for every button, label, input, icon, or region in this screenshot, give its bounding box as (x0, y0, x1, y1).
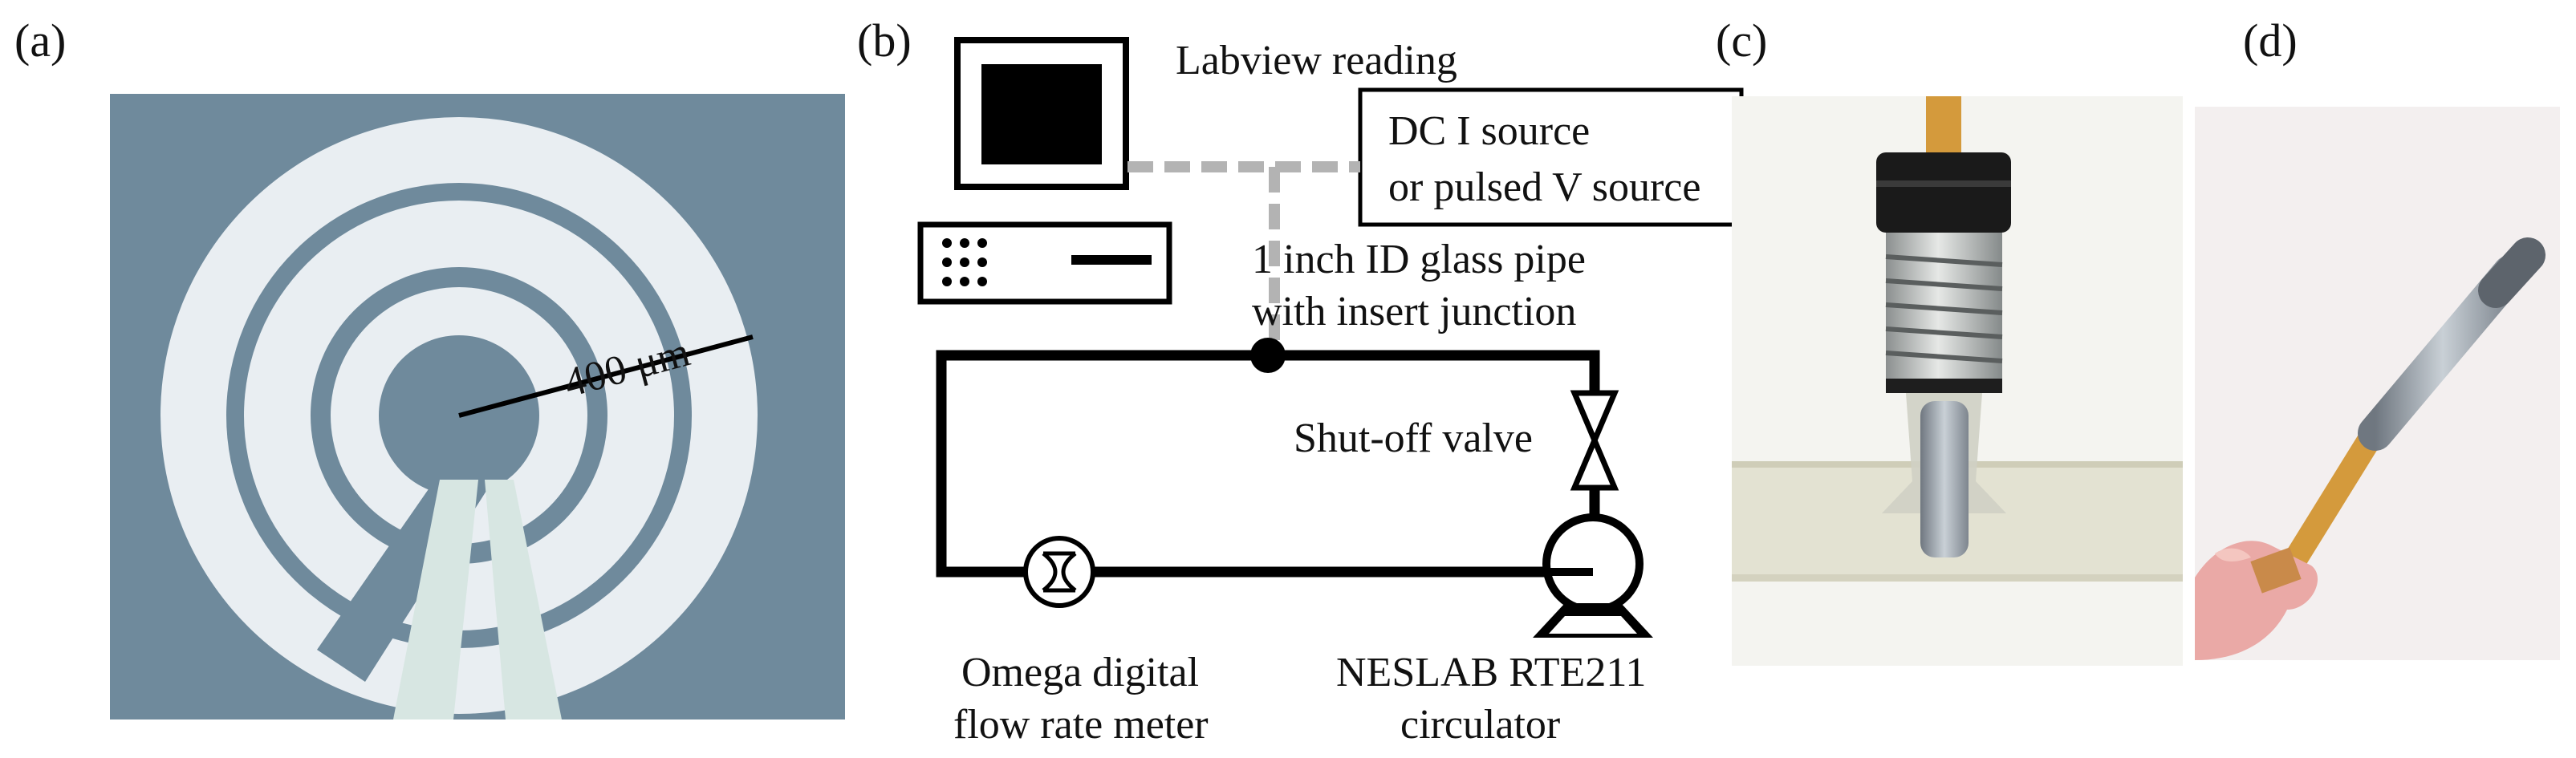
meter-label-line2: flow rate meter (953, 702, 1209, 748)
black-cap (1876, 152, 2011, 233)
source-label-line1: DC I source (1388, 108, 1590, 154)
flow-loop (936, 350, 1600, 578)
pump-icon (1533, 513, 1653, 638)
panel-label-b: (b) (857, 14, 912, 67)
labview-label: Labview reading (1176, 38, 1457, 83)
computer-icon (954, 37, 1129, 190)
flow-meter-icon (1023, 536, 1095, 608)
panel-label-d: (d) (2243, 14, 2298, 67)
source-label-line2: or pulsed V source (1388, 164, 1700, 210)
valve-icon (1570, 390, 1619, 491)
circulator-label-line1: NESLAB RTE211 (1336, 650, 1646, 695)
meter-label-line1: Omega digital (961, 650, 1199, 695)
instrument-box-icon (917, 221, 1172, 305)
pipe-label-line1: 1 inch ID glass pipe (1252, 237, 1586, 282)
scale-bar-line (458, 334, 754, 418)
panel-b-schematic: Labview reading DC I source or pulsed V … (917, 37, 1744, 748)
junction-node (1250, 338, 1286, 373)
signal-lines (1128, 161, 1360, 349)
valve-label: Shut-off valve (1294, 415, 1533, 461)
panel-d-photo (2195, 107, 2560, 660)
lead-trace-left (393, 480, 478, 719)
circulator-label-line2: circulator (1400, 702, 1560, 748)
orange-tube (1926, 96, 1961, 160)
metal-insert (1920, 401, 1969, 557)
panel-label-a: (a) (14, 14, 67, 67)
hand (2195, 541, 2318, 660)
panel-a-micrograph: 400 μm (110, 94, 845, 719)
lead-trace-right (485, 480, 562, 719)
pipe-label-line2: with insert junction (1252, 289, 1576, 334)
source-box (1358, 87, 1744, 227)
panel-label-c: (c) (1716, 14, 1768, 67)
panel-c-photo (1732, 96, 2183, 666)
probe (2267, 237, 2546, 598)
